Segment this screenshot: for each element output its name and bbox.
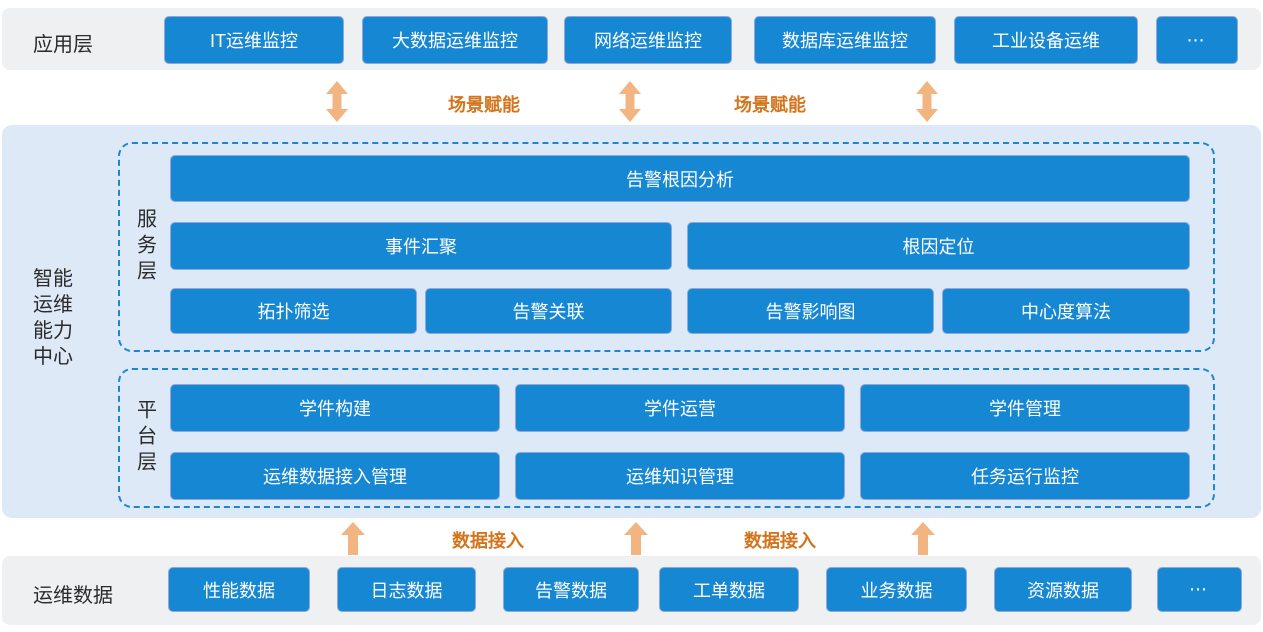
data-access-up-arrow-icon: [341, 522, 365, 560]
capability-center-label: 智能 运维 能力 中心: [33, 266, 73, 370]
scene-enable-label-left: 场景赋能: [448, 95, 520, 115]
data-box-log-data: 日志数据: [337, 567, 476, 612]
service-layer-group: [118, 142, 1215, 352]
service-box-alarm-correlation: 告警关联: [425, 288, 672, 334]
service-box-alarm-impact-graph: 告警影响图: [687, 288, 934, 334]
app-box-bigdata-ops-monitoring: 大数据运维监控: [362, 16, 548, 64]
data-box-ticket-data: 工单数据: [659, 567, 799, 612]
app-layer-label: 应用层: [33, 34, 93, 56]
service-box-alarm-root-cause-analysis: 告警根因分析: [170, 155, 1190, 202]
platform-box-ops-knowledge-management: 运维知识管理: [515, 452, 845, 500]
service-box-topology-filter: 拓扑筛选: [170, 288, 417, 334]
platform-layer-group: [118, 368, 1215, 508]
data-layer-label: 运维数据: [33, 585, 113, 607]
data-box-business-data: 业务数据: [826, 567, 967, 612]
scene-enable-label-right: 场景赋能: [734, 95, 806, 115]
app-box-industrial-equipment-ops: 工业设备运维: [954, 16, 1138, 64]
service-box-event-aggregation: 事件汇聚: [170, 222, 672, 270]
scene-enable-double-arrow-icon: [619, 81, 641, 127]
data-box-resource-data: 资源数据: [994, 567, 1132, 612]
capability-center-label-line: 智能: [33, 268, 73, 290]
platform-box-learnware-operation: 学件运营: [515, 384, 845, 432]
service-box-centrality-algorithm: 中心度算法: [942, 288, 1190, 334]
platform-layer-label-text: 平台层: [133, 399, 156, 477]
data-box-alarm-data: 告警数据: [503, 567, 639, 612]
data-access-label-left: 数据接入: [452, 531, 524, 551]
service-layer-label: 服务层: [130, 142, 160, 352]
service-box-root-cause-location: 根因定位: [687, 222, 1190, 270]
scene-enable-double-arrow-icon: [916, 81, 938, 127]
platform-box-task-run-monitoring: 任务运行监控: [860, 452, 1190, 500]
platform-layer-label: 平台层: [130, 368, 160, 508]
app-box-more: ⋯: [1156, 16, 1238, 64]
app-box-database-ops-monitoring: 数据库运维监控: [754, 16, 936, 64]
app-box-network-ops-monitoring: 网络运维监控: [564, 16, 732, 64]
scene-enable-double-arrow-icon: [326, 81, 348, 127]
capability-center-label-line: 运维: [33, 294, 73, 316]
platform-box-learnware-management: 学件管理: [860, 384, 1190, 432]
data-access-up-arrow-icon: [624, 522, 648, 560]
data-access-up-arrow-icon: [911, 522, 935, 560]
platform-box-ops-data-access-management: 运维数据接入管理: [170, 452, 500, 500]
data-box-more: ⋯: [1157, 567, 1242, 612]
platform-box-learnware-build: 学件构建: [170, 384, 500, 432]
data-box-performance-data: 性能数据: [168, 567, 310, 612]
capability-center-label-line: 能力: [33, 320, 73, 342]
app-box-it-ops-monitoring: IT运维监控: [164, 16, 344, 64]
service-layer-label-text: 服务层: [133, 208, 156, 286]
capability-center-label-line: 中心: [33, 346, 73, 368]
data-access-label-right: 数据接入: [744, 531, 816, 551]
